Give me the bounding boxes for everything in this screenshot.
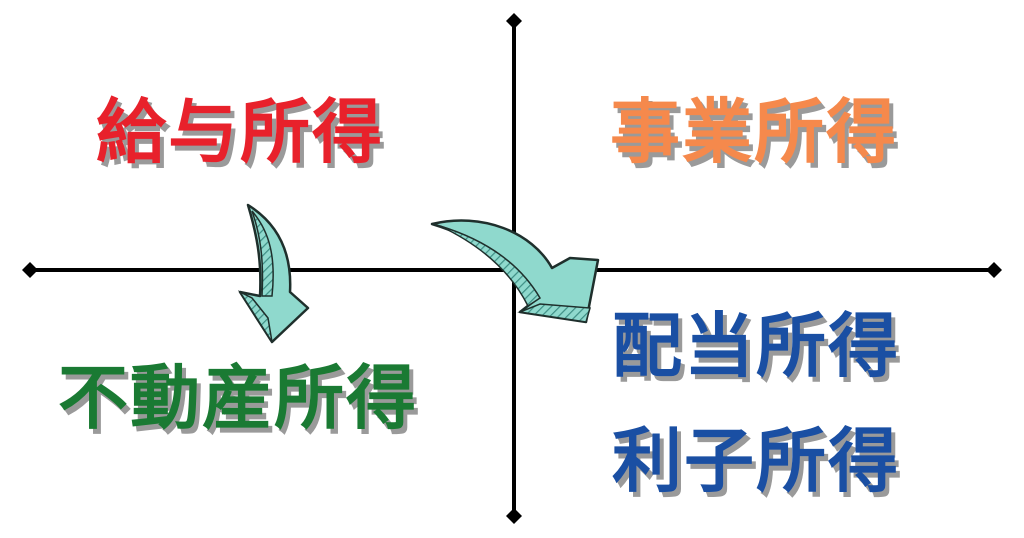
axis-end-diamond-right — [986, 262, 1002, 278]
axis-end-diamond-top — [506, 13, 522, 29]
arrow-right-head-shade — [517, 303, 591, 323]
curved-arrow-down-icon — [237, 203, 310, 344]
curved-arrow-right-icon — [430, 219, 600, 324]
label-business-income: 事業所得 — [610, 91, 898, 173]
axis-end-diamond-left — [22, 262, 38, 278]
arrow-down-body — [238, 203, 310, 344]
arrow-down-shade — [251, 210, 274, 297]
label-interest-income: 利子所得 — [612, 420, 900, 502]
arrow-down-head-shade — [237, 290, 273, 343]
label-salary-income: 給与所得 — [96, 91, 384, 173]
arrow-right-shade — [439, 225, 542, 308]
axis-end-diamond-bottom — [506, 508, 522, 524]
label-real-estate-income: 不動産所得 — [58, 357, 418, 439]
label-dividend-income: 配当所得 — [612, 305, 900, 387]
